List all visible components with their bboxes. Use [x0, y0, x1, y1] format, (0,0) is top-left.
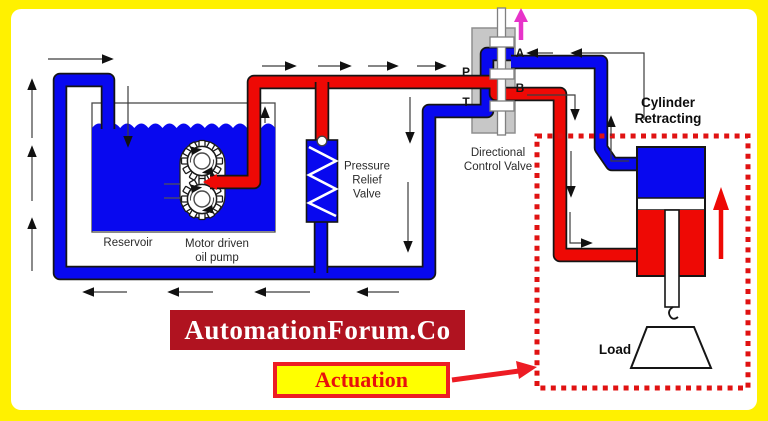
return-line-piping [52, 46, 639, 281]
cylinder-state-label: Cylinder Retracting [634, 95, 702, 126]
callout-pointer-arrow [451, 361, 537, 383]
pump-outlet-arrow [203, 174, 217, 190]
valve-spool [489, 7, 515, 136]
port-a-label: A [515, 46, 525, 60]
spool-actuation-arrow [514, 8, 528, 40]
port-p-label: P [461, 65, 471, 79]
reservoir-label: Reservoir [103, 237, 153, 250]
load-weight [629, 326, 713, 369]
flow-arrows [27, 48, 645, 297]
pressure-line-piping [203, 74, 639, 263]
hook [668, 306, 679, 320]
load-label: Load [598, 342, 632, 358]
port-b-label: B [515, 81, 525, 95]
gear-pump [164, 141, 226, 220]
relief-valve-label: Pressure Relief Valve [343, 160, 391, 200]
pressure-relief-valve [305, 135, 339, 223]
pump-label: Motor driven oil pump [185, 238, 249, 264]
actuation-highlight-box [534, 133, 751, 391]
port-t-label: T [462, 95, 470, 109]
brand-banner: AutomationForum.Co [170, 310, 465, 350]
directional-valve-label: Directional Control Valve [463, 147, 533, 173]
actuation-callout: Actuation [273, 362, 450, 398]
piston-motion-arrow [713, 187, 729, 259]
piston-rod [664, 209, 680, 308]
hydraulic-cylinder [629, 146, 713, 369]
